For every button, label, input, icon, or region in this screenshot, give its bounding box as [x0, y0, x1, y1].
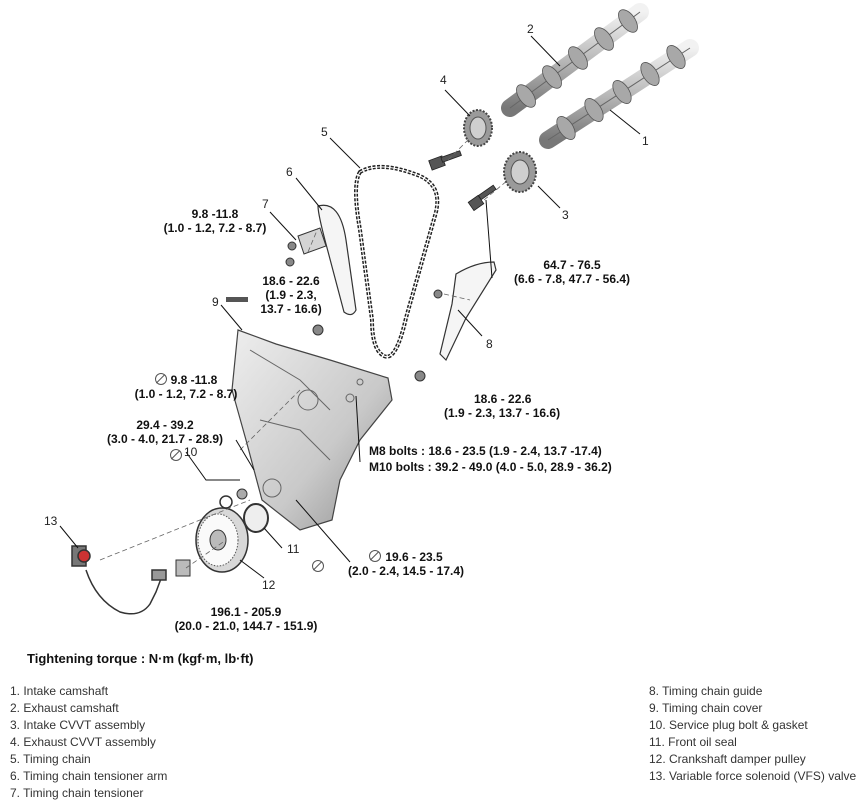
- torque-vfs-nm: 19.6 - 23.5: [385, 550, 443, 564]
- torque-cover-small-alt: (1.0 - 1.2, 7.2 - 8.7): [134, 387, 238, 401]
- front-oil-seal: [243, 503, 269, 533]
- torque-service-plug-nm: 29.4 - 39.2: [136, 418, 194, 432]
- callout-10: 10: [184, 445, 198, 459]
- timing-chain-tensioner-arm: [317, 204, 357, 316]
- torque-guide: 18.6 - 22.6 (1.9 - 2.3, 13.7 - 16.6): [444, 392, 560, 420]
- timing-chain: [354, 164, 440, 359]
- torque-cvvt-bolt-alt: (6.6 - 7.8, 47.7 - 56.4): [513, 272, 631, 286]
- torque-service-plug: 29.4 - 39.2 (3.0 - 4.0, 21.7 - 28.9): [90, 418, 240, 446]
- intake-camshaft: [539, 39, 699, 149]
- intake-cvvt-assembly: [503, 151, 537, 193]
- crankshaft-damper-pulley: [195, 507, 249, 573]
- timing-chain-cover: [231, 329, 393, 531]
- torque-pulley-nm: 196.1 - 205.9: [210, 605, 282, 619]
- no-reuse-icon: [312, 560, 325, 572]
- callout-11: 11: [287, 542, 300, 556]
- legend-item: 3. Intake CVVT assembly: [10, 718, 146, 732]
- torque-m8-bolts: M8 bolts : 18.6 - 23.5 (1.9 - 2.4, 13.7 …: [369, 444, 602, 458]
- callout-6: 6: [286, 165, 293, 179]
- callout-5: 5: [321, 125, 328, 139]
- callout-1: 1: [642, 134, 649, 148]
- legend-item: 5. Timing chain: [10, 752, 91, 766]
- legend-item: 8. Timing chain guide: [649, 684, 763, 698]
- legend-item: 12. Crankshaft damper pulley: [649, 752, 806, 766]
- torque-tensioner-arm-alt2: 13.7 - 16.6): [260, 302, 322, 316]
- legend-item: 10. Service plug bolt & gasket: [649, 718, 808, 732]
- callout-7: 7: [262, 197, 269, 211]
- legend-title: Tightening torque : N·m (kgf·m, lb·ft): [27, 651, 254, 666]
- timing-chain-tensioner: [285, 227, 327, 267]
- legend-item: 1. Intake camshaft: [10, 684, 109, 698]
- legend-item: 7. Timing chain tensioner: [10, 786, 144, 800]
- callout-8: 8: [486, 337, 493, 351]
- legend-item: 13. Variable force solenoid (VFS) valve: [649, 769, 857, 783]
- no-reuse-icon: [369, 550, 382, 562]
- legend-item: 9. Timing chain cover: [649, 701, 763, 715]
- callout-4: 4: [440, 73, 447, 87]
- torque-cvvt-bolt: 64.7 - 76.5 (6.6 - 7.8, 47.7 - 56.4): [502, 258, 642, 286]
- torque-cover-small: 9.8 -11.8 (1.0 - 1.2, 7.2 - 8.7): [116, 373, 256, 401]
- exhaust-cvvt-assembly: [463, 109, 493, 147]
- torque-tensioner-arm: 18.6 - 22.6 (1.9 - 2.3, 13.7 - 16.6): [246, 274, 336, 316]
- torque-tensioner-arm-alt1: (1.9 - 2.3,: [265, 288, 317, 302]
- vfs-valve: [71, 545, 167, 615]
- legend-item: 11. Front oil seal: [649, 735, 737, 749]
- legend-left-list: 1. Intake camshaft 2. Exhaust camshaft 3…: [10, 683, 167, 802]
- torque-cover-small-nm: 9.8 -11.8: [170, 373, 218, 387]
- callout-2: 2: [527, 22, 534, 36]
- callout-3: 3: [562, 208, 569, 222]
- callout-13: 13: [44, 514, 58, 528]
- torque-pulley-alt: (20.0 - 21.0, 144.7 - 151.9): [174, 619, 318, 633]
- torque-tensioner-alt: (1.0 - 1.2, 7.2 - 8.7): [163, 221, 267, 235]
- legend-item: 6. Timing chain tensioner arm: [10, 769, 168, 783]
- torque-cover-bolts: M8 bolts : 18.6 - 23.5 (1.9 - 2.4, 13.7 …: [369, 443, 612, 475]
- torque-cvvt-bolt-nm: 64.7 - 76.5: [543, 258, 601, 272]
- torque-tensioner-nm: 9.8 -11.8: [191, 207, 239, 221]
- torque-vfs: 19.6 - 23.5 (2.0 - 2.4, 14.5 - 17.4): [336, 550, 476, 578]
- torque-pulley: 196.1 - 205.9 (20.0 - 21.0, 144.7 - 151.…: [160, 605, 332, 633]
- torque-vfs-alt: (2.0 - 2.4, 14.5 - 17.4): [347, 564, 465, 578]
- torque-tensioner: 9.8 -11.8 (1.0 - 1.2, 7.2 - 8.7): [150, 207, 280, 235]
- torque-tensioner-arm-nm: 18.6 - 22.6: [262, 274, 320, 288]
- callout-9: 9: [212, 295, 219, 309]
- timing-chain-guide: [439, 261, 497, 362]
- callout-12: 12: [262, 578, 276, 592]
- torque-guide-nm: 18.6 - 22.6: [474, 392, 532, 406]
- torque-service-plug-alt: (3.0 - 4.0, 21.7 - 28.9): [106, 432, 224, 446]
- torque-m10-bolts: M10 bolts : 39.2 - 49.0 (4.0 - 5.0, 28.9…: [369, 460, 612, 474]
- legend-right-list: 8. Timing chain guide 9. Timing chain co…: [649, 683, 856, 785]
- no-reuse-icon: [154, 373, 167, 385]
- torque-guide-alt: (1.9 - 2.3, 13.7 - 16.6): [444, 406, 561, 420]
- exhaust-camshaft: [501, 3, 649, 117]
- no-reuse-icon: [170, 449, 182, 461]
- legend-item: 4. Exhaust CVVT assembly: [10, 735, 156, 749]
- legend-item: 2. Exhaust camshaft: [10, 701, 119, 715]
